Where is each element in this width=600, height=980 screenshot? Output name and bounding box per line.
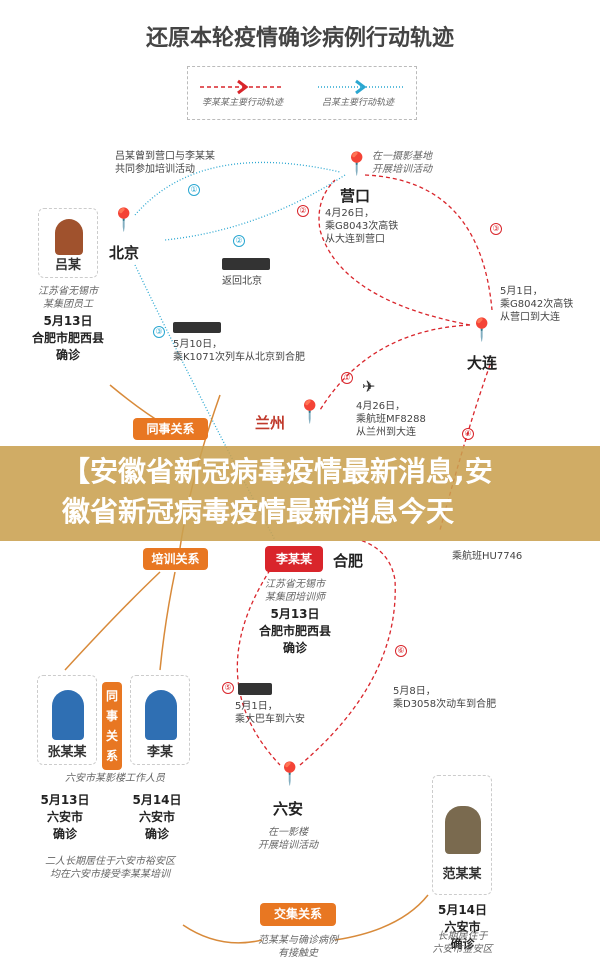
map-pin-icon: 📍 [343, 152, 371, 177]
map-pin-icon: 📍 [468, 318, 496, 343]
person-card-lv: 吕某 [38, 208, 98, 278]
red-routes [236, 174, 493, 766]
legend-red-label: 李某某主要行动轨迹 [202, 98, 284, 108]
relation-tag-colleague-top: 同事关系 [133, 418, 208, 440]
banner-line-1: 【安徽省新冠病毒疫情最新消息,安 [62, 455, 493, 488]
red-route-4-text: 乘航班HU7746 [452, 551, 523, 562]
headline-banner: 【安徽省新冠病毒疫情最新消息,安 徽省新冠病毒疫情最新消息今天 [0, 446, 600, 541]
li-info: 5月14日六安市确诊 [132, 793, 182, 841]
pair-note: 二人长期居住于六安市裕安区均在六安市接受李某某培训 [45, 856, 175, 880]
place-beijing: 北京 [108, 244, 139, 262]
map-pin-icon: 📍 [276, 762, 304, 787]
li-mm-desc: 江苏省无锡市某集团培训师 [265, 579, 325, 603]
red-route-6-num: ⑥ [395, 645, 407, 657]
pair-desc: 六安市某影楼工作人员 [65, 773, 165, 784]
banner-line-2: 徽省新冠病毒疫情最新消息今天 [62, 495, 455, 528]
place-lanzhou: 兰州 [254, 414, 285, 432]
red-route-3-num: ③ [490, 223, 502, 235]
page-title: 还原本轮疫情确诊病例行动轨迹 [145, 26, 454, 51]
person-card-li: 李某 [130, 675, 190, 765]
person-name: 范某某 [442, 867, 482, 882]
train-icon [173, 322, 221, 333]
red-route-5-text: 5月1日，乘大巴车到六安 [235, 701, 305, 725]
person-li-mm-badge: 李某某 [265, 546, 323, 572]
map-pin-icon: 📍 [296, 400, 324, 425]
avatar [445, 806, 481, 854]
legend-blue-label: 吕某主要行动轨迹 [322, 98, 395, 108]
red-route-6-text: 5月8日，乘D3058次动车到合肥 [393, 686, 497, 710]
avatar [145, 690, 177, 740]
blue-route-1-text: 吕某曾到营口与李某某共同参加培训活动 [115, 151, 215, 175]
lv-desc: 江苏省无锡市某集团员工 [38, 286, 98, 310]
avatar [55, 219, 83, 255]
blue-route-3-num: ③ [153, 326, 165, 338]
place-dalian: 大连 [466, 354, 497, 372]
intersect-note: 范某某与确诊病例有接触史 [258, 935, 338, 959]
person-name: 张某某 [47, 745, 87, 760]
blue-route-2-num: ② [233, 235, 245, 247]
zhang-info: 5月13日六安市确诊 [40, 793, 90, 841]
red-route-4-num: ④ [462, 428, 474, 440]
red-route-5-num: ⑤ [222, 682, 234, 694]
airplane-icon: ✈ [362, 377, 376, 396]
legend: 李某某主要行动轨迹 吕某主要行动轨迹 [187, 66, 417, 120]
luan-note: 在一影楼开展培训活动 [258, 827, 318, 851]
train-icon [222, 258, 270, 270]
fan-info: 5月14日六安市确诊 [437, 903, 488, 951]
red-route-1-num: ① [341, 372, 353, 384]
red-route-2-text: 4月26日，乘G8043次高铁从大连到营口 [325, 208, 399, 245]
li-mm-info: 5月13日合肥市肥西县确诊 [258, 607, 331, 655]
fan-desc: 长期居住于六安市金安区 [432, 931, 493, 955]
place-yingkou: 营口 [339, 187, 370, 205]
avatar [52, 690, 84, 740]
relation-tag-intersect: 交集关系 [260, 903, 336, 926]
place-hefei: 合肥 [332, 552, 363, 570]
blue-route-1-num: ① [188, 184, 200, 196]
place-luan: 六安 [272, 800, 303, 818]
map-pin-icon: 📍 [110, 208, 138, 233]
person-name: 李某 [146, 745, 173, 760]
blue-route-3-text: 5月10日，乘K1071次列车从北京到合肥 [173, 339, 306, 363]
relation-tag-training: 培训关系 [143, 548, 208, 570]
red-route-2-num: ② [297, 205, 309, 217]
bus-icon [238, 683, 272, 695]
relation-tag-colleague: 同事关系 [102, 682, 122, 770]
lv-info: 5月13日合肥市肥西县确诊 [31, 314, 104, 362]
yingkou-note: 在一摄影基地开展培训活动 [372, 151, 432, 175]
red-route-3-text: 5月1日，乘G8042次高铁从营口到大连 [500, 286, 574, 323]
legend-arrows [200, 79, 403, 95]
person-name: 吕某 [54, 258, 81, 273]
person-card-zhang: 张某某 [37, 675, 97, 765]
person-card-fan: 范某某 [432, 775, 492, 895]
blue-route-2-text: 返回北京 [222, 276, 262, 287]
blue-routes [134, 161, 346, 541]
